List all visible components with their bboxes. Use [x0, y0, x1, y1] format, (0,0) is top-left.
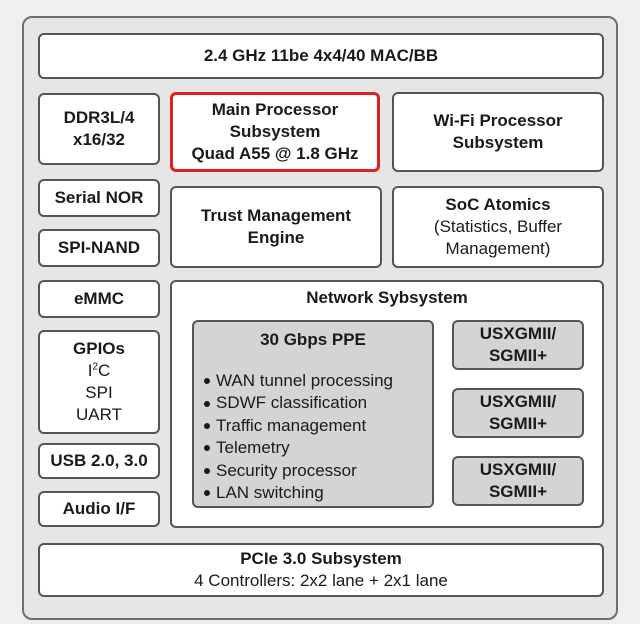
- mac-bb-block: 2.4 GHz 11be 4x4/40 MAC/BB: [38, 33, 604, 79]
- gpios-block: GPIOs I2C SPI UART: [38, 330, 160, 434]
- gpios-uart: UART: [76, 405, 122, 424]
- ddr-label-line-1: DDR3L/4: [63, 108, 135, 127]
- ppe-feature-text: Security processor: [216, 460, 357, 480]
- bullet-icon: [204, 490, 210, 497]
- ppe-feature-item: Security processor: [204, 460, 393, 482]
- ddr-label-line-2: x16/32: [73, 130, 125, 149]
- emmc-block: eMMC: [38, 280, 160, 318]
- ppe-block: 30 Gbps PPE WAN tunnel processing SDWF c…: [192, 320, 434, 508]
- audio-block: Audio I/F: [38, 491, 160, 527]
- pcie-block: PCIe 3.0 Subsystem 4 Controllers: 2x2 la…: [38, 543, 604, 597]
- soc-atomics-title: SoC Atomics: [445, 195, 551, 214]
- pcie-detail: 4 Controllers: 2x2 lane + 2x1 lane: [194, 571, 448, 590]
- ppe-feature-text: SDWF classification: [216, 393, 368, 413]
- ppe-feature-item: WAN tunnel processing: [204, 370, 393, 392]
- trust-engine-line-1: Trust Management: [200, 206, 352, 225]
- ppe-feature-list: WAN tunnel processing SDWF classificatio…: [204, 370, 393, 504]
- main-processor-line-3: Quad A55 @ 1.8 GHz: [191, 144, 359, 163]
- gpios-title: GPIOs: [73, 339, 125, 358]
- ppe-feature-text: Traffic management: [216, 415, 367, 435]
- ppe-feature-text: Telemetry: [216, 438, 290, 458]
- spi-nand-label: SPI-NAND: [57, 238, 141, 257]
- serial-nor-label: Serial NOR: [54, 188, 144, 207]
- soc-atomics-block: SoC Atomics (Statistics, Buffer Manageme…: [392, 186, 604, 268]
- usb-block: USB 2.0, 3.0: [38, 443, 160, 479]
- network-subsystem-block: Network Sybsystem 30 Gbps PPE WAN tunnel…: [170, 280, 604, 528]
- ppe-feature-item: LAN switching: [204, 482, 393, 504]
- ppe-title: 30 Gbps PPE: [260, 330, 366, 349]
- port-2-line-2: SGMII+: [488, 414, 548, 433]
- trust-engine-block: Trust Management Engine: [170, 186, 382, 268]
- gpios-i2c: I2C: [88, 360, 111, 382]
- i2c-prefix: I: [87, 361, 93, 380]
- i2c-suffix: C: [98, 361, 111, 380]
- usxgmii-port-2: USXGMII/ SGMII+: [452, 388, 584, 438]
- ppe-feature-text: WAN tunnel processing: [216, 371, 394, 390]
- trust-engine-line-2: Engine: [247, 228, 305, 247]
- wifi-processor-line-1: Wi-Fi Processor: [433, 111, 563, 130]
- usxgmii-port-1: USXGMII/ SGMII+: [452, 320, 584, 370]
- bullet-icon: [204, 445, 210, 452]
- main-processor-line-1: Main Processor: [211, 100, 339, 119]
- bullet-icon: [204, 400, 210, 407]
- main-processor-block: Main Processor Subsystem Quad A55 @ 1.8 …: [170, 92, 380, 172]
- soc-atomics-detail-2: Management): [445, 239, 551, 258]
- wifi-processor-block: Wi-Fi Processor Subsystem: [392, 92, 604, 172]
- gpios-spi: SPI: [85, 383, 113, 402]
- ppe-feature-item: Traffic management: [204, 415, 393, 437]
- port-3-line-1: USXGMII/: [479, 460, 557, 479]
- ppe-feature-text: LAN switching: [216, 483, 324, 503]
- wifi-processor-line-2: Subsystem: [452, 133, 544, 152]
- spi-nand-block: SPI-NAND: [38, 229, 160, 267]
- bullet-icon: [204, 423, 210, 430]
- soc-block-diagram: 2.4 GHz 11be 4x4/40 MAC/BB DDR3L/4 x16/3…: [22, 16, 618, 620]
- main-processor-line-2: Subsystem: [229, 122, 321, 141]
- port-1-line-2: SGMII+: [488, 346, 548, 365]
- bullet-icon: [204, 467, 210, 474]
- usxgmii-port-3: USXGMII/ SGMII+: [452, 456, 584, 506]
- i2c-superscript: 2: [92, 361, 98, 373]
- audio-label: Audio I/F: [62, 499, 136, 518]
- ppe-feature-item: SDWF classification: [204, 392, 393, 414]
- usb-label: USB 2.0, 3.0: [50, 451, 148, 470]
- bullet-icon: [204, 378, 210, 385]
- ppe-feature-item: Telemetry: [204, 437, 393, 459]
- soc-atomics-detail-1: (Statistics, Buffer: [433, 217, 563, 236]
- emmc-label: eMMC: [73, 289, 125, 308]
- serial-nor-block: Serial NOR: [38, 179, 160, 217]
- mac-bb-label: 2.4 GHz 11be 4x4/40 MAC/BB: [203, 46, 439, 65]
- port-2-line-1: USXGMII/: [479, 392, 557, 411]
- pcie-title: PCIe 3.0 Subsystem: [240, 549, 402, 568]
- port-1-line-1: USXGMII/: [479, 324, 557, 343]
- ddr-block: DDR3L/4 x16/32: [38, 93, 160, 165]
- port-3-line-2: SGMII+: [488, 482, 548, 501]
- network-subsystem-title: Network Sybsystem: [306, 288, 468, 307]
